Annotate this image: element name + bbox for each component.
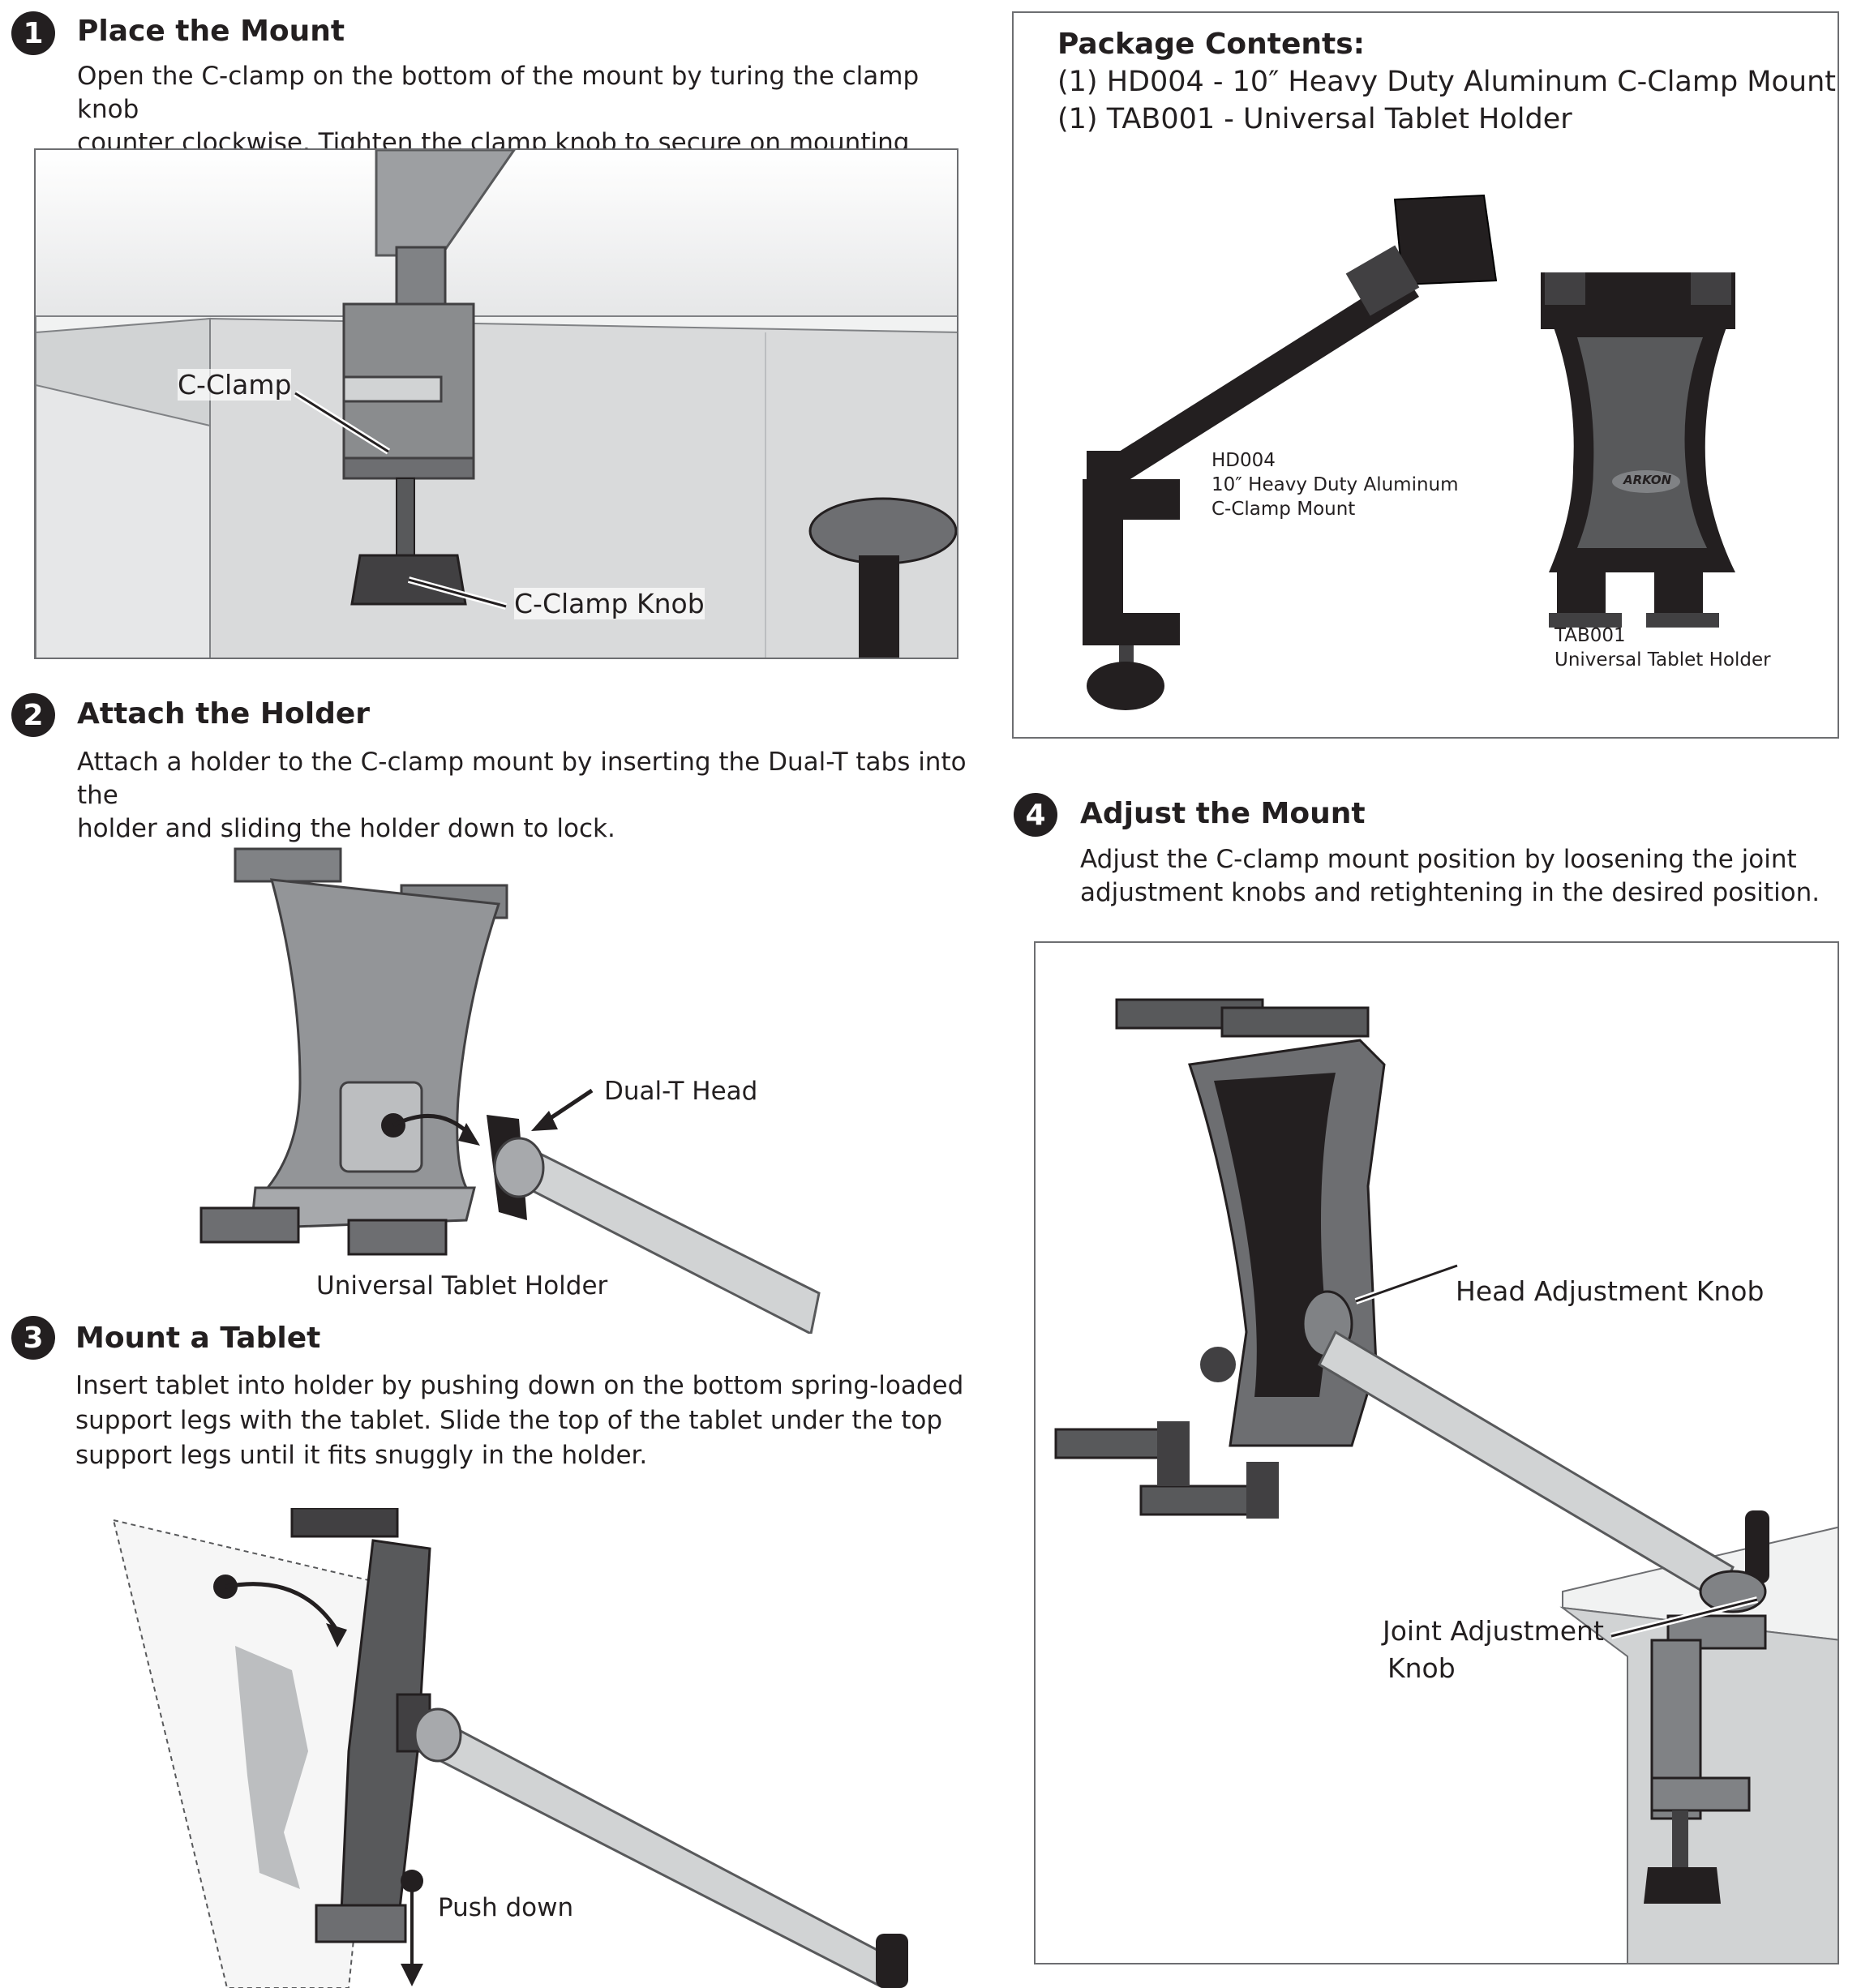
- push-down-callout: Push down: [438, 1893, 574, 1922]
- package-contents-list: (1) HD004 - 10″ Heavy Duty Aluminum C-Cl…: [1057, 63, 1836, 138]
- dual-t-head-callout: Dual-T Head: [604, 1077, 758, 1106]
- step-2-instructions: Attach a holder to the C-clamp mount by …: [77, 746, 969, 846]
- package-contents-heading: Package Contents:: [1057, 28, 1366, 61]
- step-3-text-line: support legs until it fits snuggly in th…: [75, 1441, 648, 1470]
- step-4-illustration: Head Adjustment Knob Joint Adjustment Kn…: [1034, 941, 1839, 1964]
- step-2-number-badge: 2: [11, 693, 55, 737]
- package-contents-box: Package Contents: (1) HD004 - 10″ Heavy …: [1012, 11, 1839, 739]
- tab001-label: TAB001 Universal Tablet Holder: [1555, 623, 1771, 672]
- tab001-label-line: TAB001: [1555, 625, 1626, 646]
- step-2-text-line: holder and sliding the holder down to lo…: [77, 814, 615, 843]
- step-3-title: Mount a Tablet: [75, 1322, 321, 1355]
- package-item: (1) TAB001 - Universal Tablet Holder: [1057, 103, 1572, 135]
- hd004-label-line: 10″ Heavy Duty Aluminum: [1211, 474, 1459, 495]
- step-3-text-line: support legs with the tablet. Slide the …: [75, 1406, 943, 1435]
- step-2-title: Attach the Holder: [77, 697, 371, 731]
- joint-adjustment-knob-callout: Joint Adjustment Knob: [1383, 1613, 1604, 1687]
- head-adjustment-knob-callout: Head Adjustment Knob: [1456, 1275, 1765, 1307]
- step-4-text-line: Adjust the C-clamp mount position by loo…: [1080, 845, 1797, 874]
- step-1-text-line: Open the C-clamp on the bottom of the mo…: [77, 62, 920, 124]
- hd004-label-line: HD004: [1211, 450, 1276, 471]
- package-item: (1) HD004 - 10″ Heavy Duty Aluminum C-Cl…: [1057, 66, 1837, 98]
- step-1-illustration: C-Clamp C-Clamp Knob: [34, 148, 958, 659]
- step-4-number-badge: 4: [1014, 793, 1057, 837]
- tab001-label-line: Universal Tablet Holder: [1555, 649, 1771, 671]
- step-3-number-badge: 3: [11, 1316, 55, 1360]
- step-4-text-line: adjustment knobs and retightening in the…: [1080, 878, 1820, 907]
- joint-adjustment-label-line: Joint Adjustment: [1383, 1615, 1604, 1647]
- hd004-label: HD004 10″ Heavy Duty Aluminum C-Clamp Mo…: [1211, 448, 1459, 521]
- step-1-number-badge: 1: [11, 11, 55, 55]
- joint-adjustment-label-line: Knob: [1387, 1652, 1456, 1684]
- c-clamp-callout: C-Clamp: [178, 369, 292, 401]
- arkon-logo: ARKON: [1623, 473, 1672, 487]
- step-3-instructions: Insert tablet into holder by pushing dow…: [75, 1369, 967, 1473]
- c-clamp-knob-callout: C-Clamp Knob: [514, 588, 705, 619]
- hd004-label-line: C-Clamp Mount: [1211, 499, 1356, 520]
- step-2-illustration: [199, 847, 821, 1334]
- universal-tablet-holder-callout: Universal Tablet Holder: [316, 1271, 608, 1300]
- step-4-instructions: Adjust the C-clamp mount position by loo…: [1080, 843, 1850, 910]
- step-4-title: Adjust the Mount: [1080, 797, 1366, 830]
- step-3-text-line: Insert tablet into holder by pushing dow…: [75, 1371, 964, 1400]
- package-product-photos: [1083, 194, 1735, 710]
- step-3-illustration: [112, 1508, 908, 1988]
- step-2-text-line: Attach a holder to the C-clamp mount by …: [77, 748, 967, 810]
- step-1-title: Place the Mount: [77, 15, 345, 48]
